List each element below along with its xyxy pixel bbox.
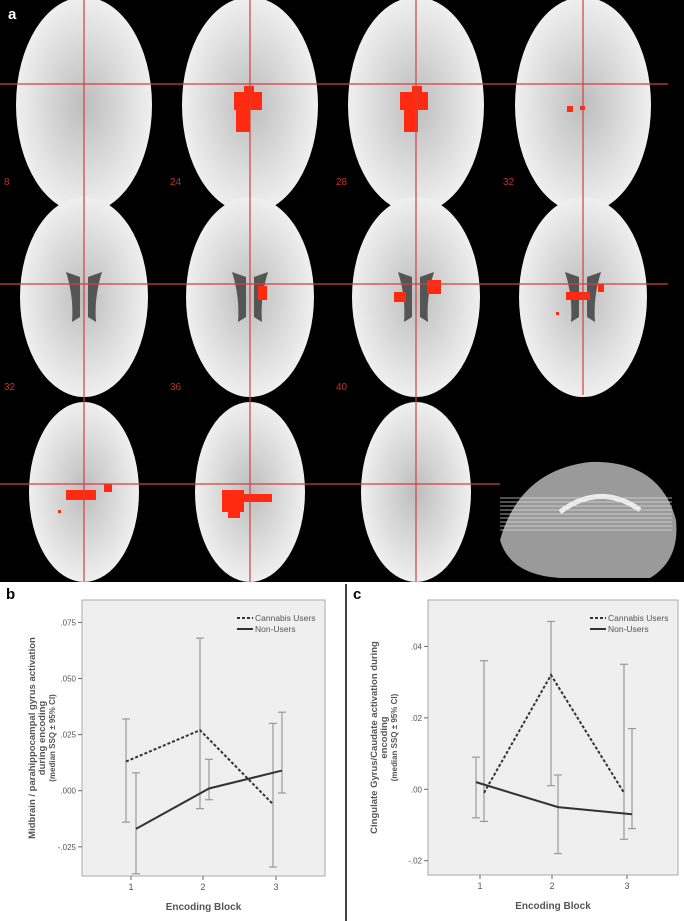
y-tick-label: .000 — [60, 787, 76, 796]
activation-cluster — [244, 494, 272, 502]
activation-cluster — [236, 108, 250, 132]
plot-area — [81, 599, 326, 877]
series-line-non-users — [475, 781, 633, 816]
y-axis-label-line: during encoding — [37, 701, 48, 776]
activation-cluster — [427, 280, 441, 294]
corpus-callosum — [558, 494, 642, 515]
x-tick-label: 1 — [128, 882, 133, 892]
y-axis-label: Cingulate Gyrus/Caudate activation durin… — [369, 641, 399, 834]
legend-label: Cannabis Users — [255, 613, 315, 623]
panel-label-c: c — [353, 586, 362, 603]
x-tick-label: 2 — [200, 882, 205, 892]
sagittal-brain — [500, 461, 677, 578]
y-axis-label-line: encoding — [379, 716, 390, 758]
panel-label-a: a — [8, 6, 17, 23]
brain-slices: -40248242832323640 — [0, 0, 677, 582]
x-tick-label: 2 — [549, 881, 554, 891]
activation-cluster — [400, 92, 428, 110]
y-tick-label: -.02 — [408, 857, 422, 866]
y-axis-label-line: (median SSQ ± 95% CI) — [390, 693, 399, 781]
slice-label: 32 — [4, 382, 16, 393]
x-axis-label: Encoding Block — [166, 902, 242, 913]
activation-cluster — [412, 86, 422, 96]
activation-cluster — [228, 510, 240, 518]
slice-label: 36 — [170, 382, 182, 393]
legend-label: Non-Users — [255, 624, 296, 634]
y-axis-label: Midbrain / parahippocampal gyrus activat… — [27, 637, 57, 839]
y-axis-label-line: Cingulate Gyrus/Caudate activation durin… — [369, 641, 380, 834]
x-tick-label: 3 — [273, 882, 278, 892]
y-tick-label: .075 — [60, 618, 76, 627]
slice-label: 40 — [336, 382, 348, 393]
slice-label: 24 — [170, 177, 182, 188]
activation-cluster — [58, 510, 61, 513]
series-line-cannabis-users — [125, 728, 274, 805]
y-tick-label: .02 — [411, 714, 423, 723]
activation-cluster — [567, 106, 573, 112]
plot-area — [427, 599, 679, 876]
series-line-cannabis-users — [483, 673, 625, 794]
x-axis-label: Encoding Block — [515, 901, 591, 912]
y-tick-label: .04 — [411, 642, 423, 651]
activation-cluster — [222, 490, 244, 512]
slice-label: 8 — [4, 177, 10, 188]
y-axis-label-line: (median SSQ ± 95% CI) — [48, 694, 57, 782]
activation-cluster — [598, 284, 604, 292]
legend-label: Non-Users — [608, 624, 649, 634]
y-tick-label: -.025 — [58, 843, 77, 852]
activation-cluster — [394, 292, 406, 302]
activation-cluster — [566, 292, 590, 300]
activation-cluster — [104, 484, 112, 492]
activation-cluster — [556, 312, 559, 315]
y-tick-label: .050 — [60, 675, 76, 684]
brain-slices-panel: -40248242832323640 a — [0, 0, 684, 582]
y-tick-label: .025 — [60, 731, 76, 740]
panel-divider — [345, 584, 347, 921]
y-axis-label-line: Midbrain / parahippocampal gyrus activat… — [27, 637, 38, 839]
x-tick-label: 3 — [624, 881, 629, 891]
activation-cluster — [404, 108, 418, 132]
x-tick-label: 1 — [477, 881, 482, 891]
series-line-non-users — [135, 769, 283, 830]
slice-label: 32 — [503, 177, 515, 188]
y-tick-label: .00 — [411, 785, 423, 794]
legend-label: Cannabis Users — [608, 613, 668, 623]
activation-cluster — [258, 286, 267, 300]
activation-cluster — [234, 92, 262, 110]
activation-cluster — [66, 490, 96, 500]
panel-label-b: b — [6, 586, 16, 603]
activation-cluster — [244, 86, 254, 96]
slice-label: 28 — [336, 177, 348, 188]
